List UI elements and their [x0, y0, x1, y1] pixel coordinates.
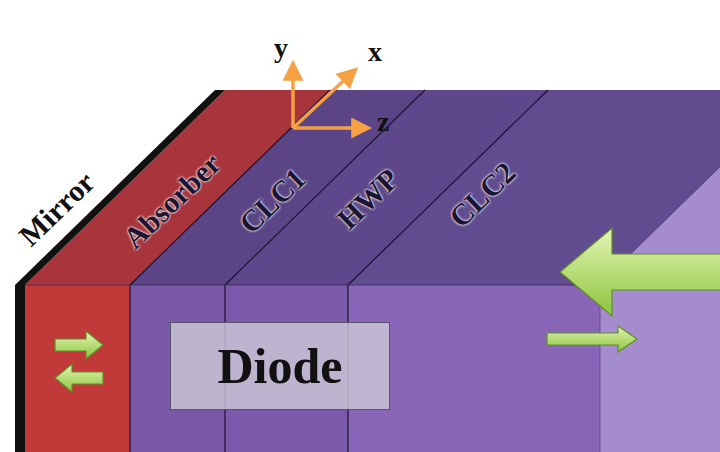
layer-name: CLC1: [233, 161, 312, 239]
axis-label-holder: y: [274, 33, 288, 64]
reflected-arrow: [55, 364, 103, 392]
part-name: Mirror: [12, 165, 100, 252]
layer-name: Absorber: [117, 146, 227, 254]
mirror-front: [15, 285, 25, 452]
axis-label-holder: x: [368, 37, 382, 68]
transmitted-arrow: [547, 326, 637, 352]
axis-label: x: [368, 37, 382, 68]
part-name-holder: Mirror: [12, 165, 100, 252]
layer-band: CLC2: [443, 155, 522, 233]
axis-label: z: [377, 107, 389, 138]
forward-arrow: [55, 331, 103, 359]
device-box: Diode: [170, 322, 390, 410]
axis-label-holder: z: [377, 107, 389, 138]
box-text: Diode: [218, 339, 343, 394]
layer-name: HWP: [331, 161, 405, 235]
absorber-front: [25, 285, 130, 452]
layer-band: Absorber: [117, 146, 227, 254]
axis-label: y: [274, 33, 288, 64]
incident-arrow: [560, 228, 720, 316]
layer-lines: [25, 90, 600, 452]
layer-band: HWP: [331, 161, 405, 235]
layer-band: CLC1: [233, 161, 312, 239]
axes: [293, 64, 368, 128]
layer-name: CLC2: [443, 155, 522, 233]
